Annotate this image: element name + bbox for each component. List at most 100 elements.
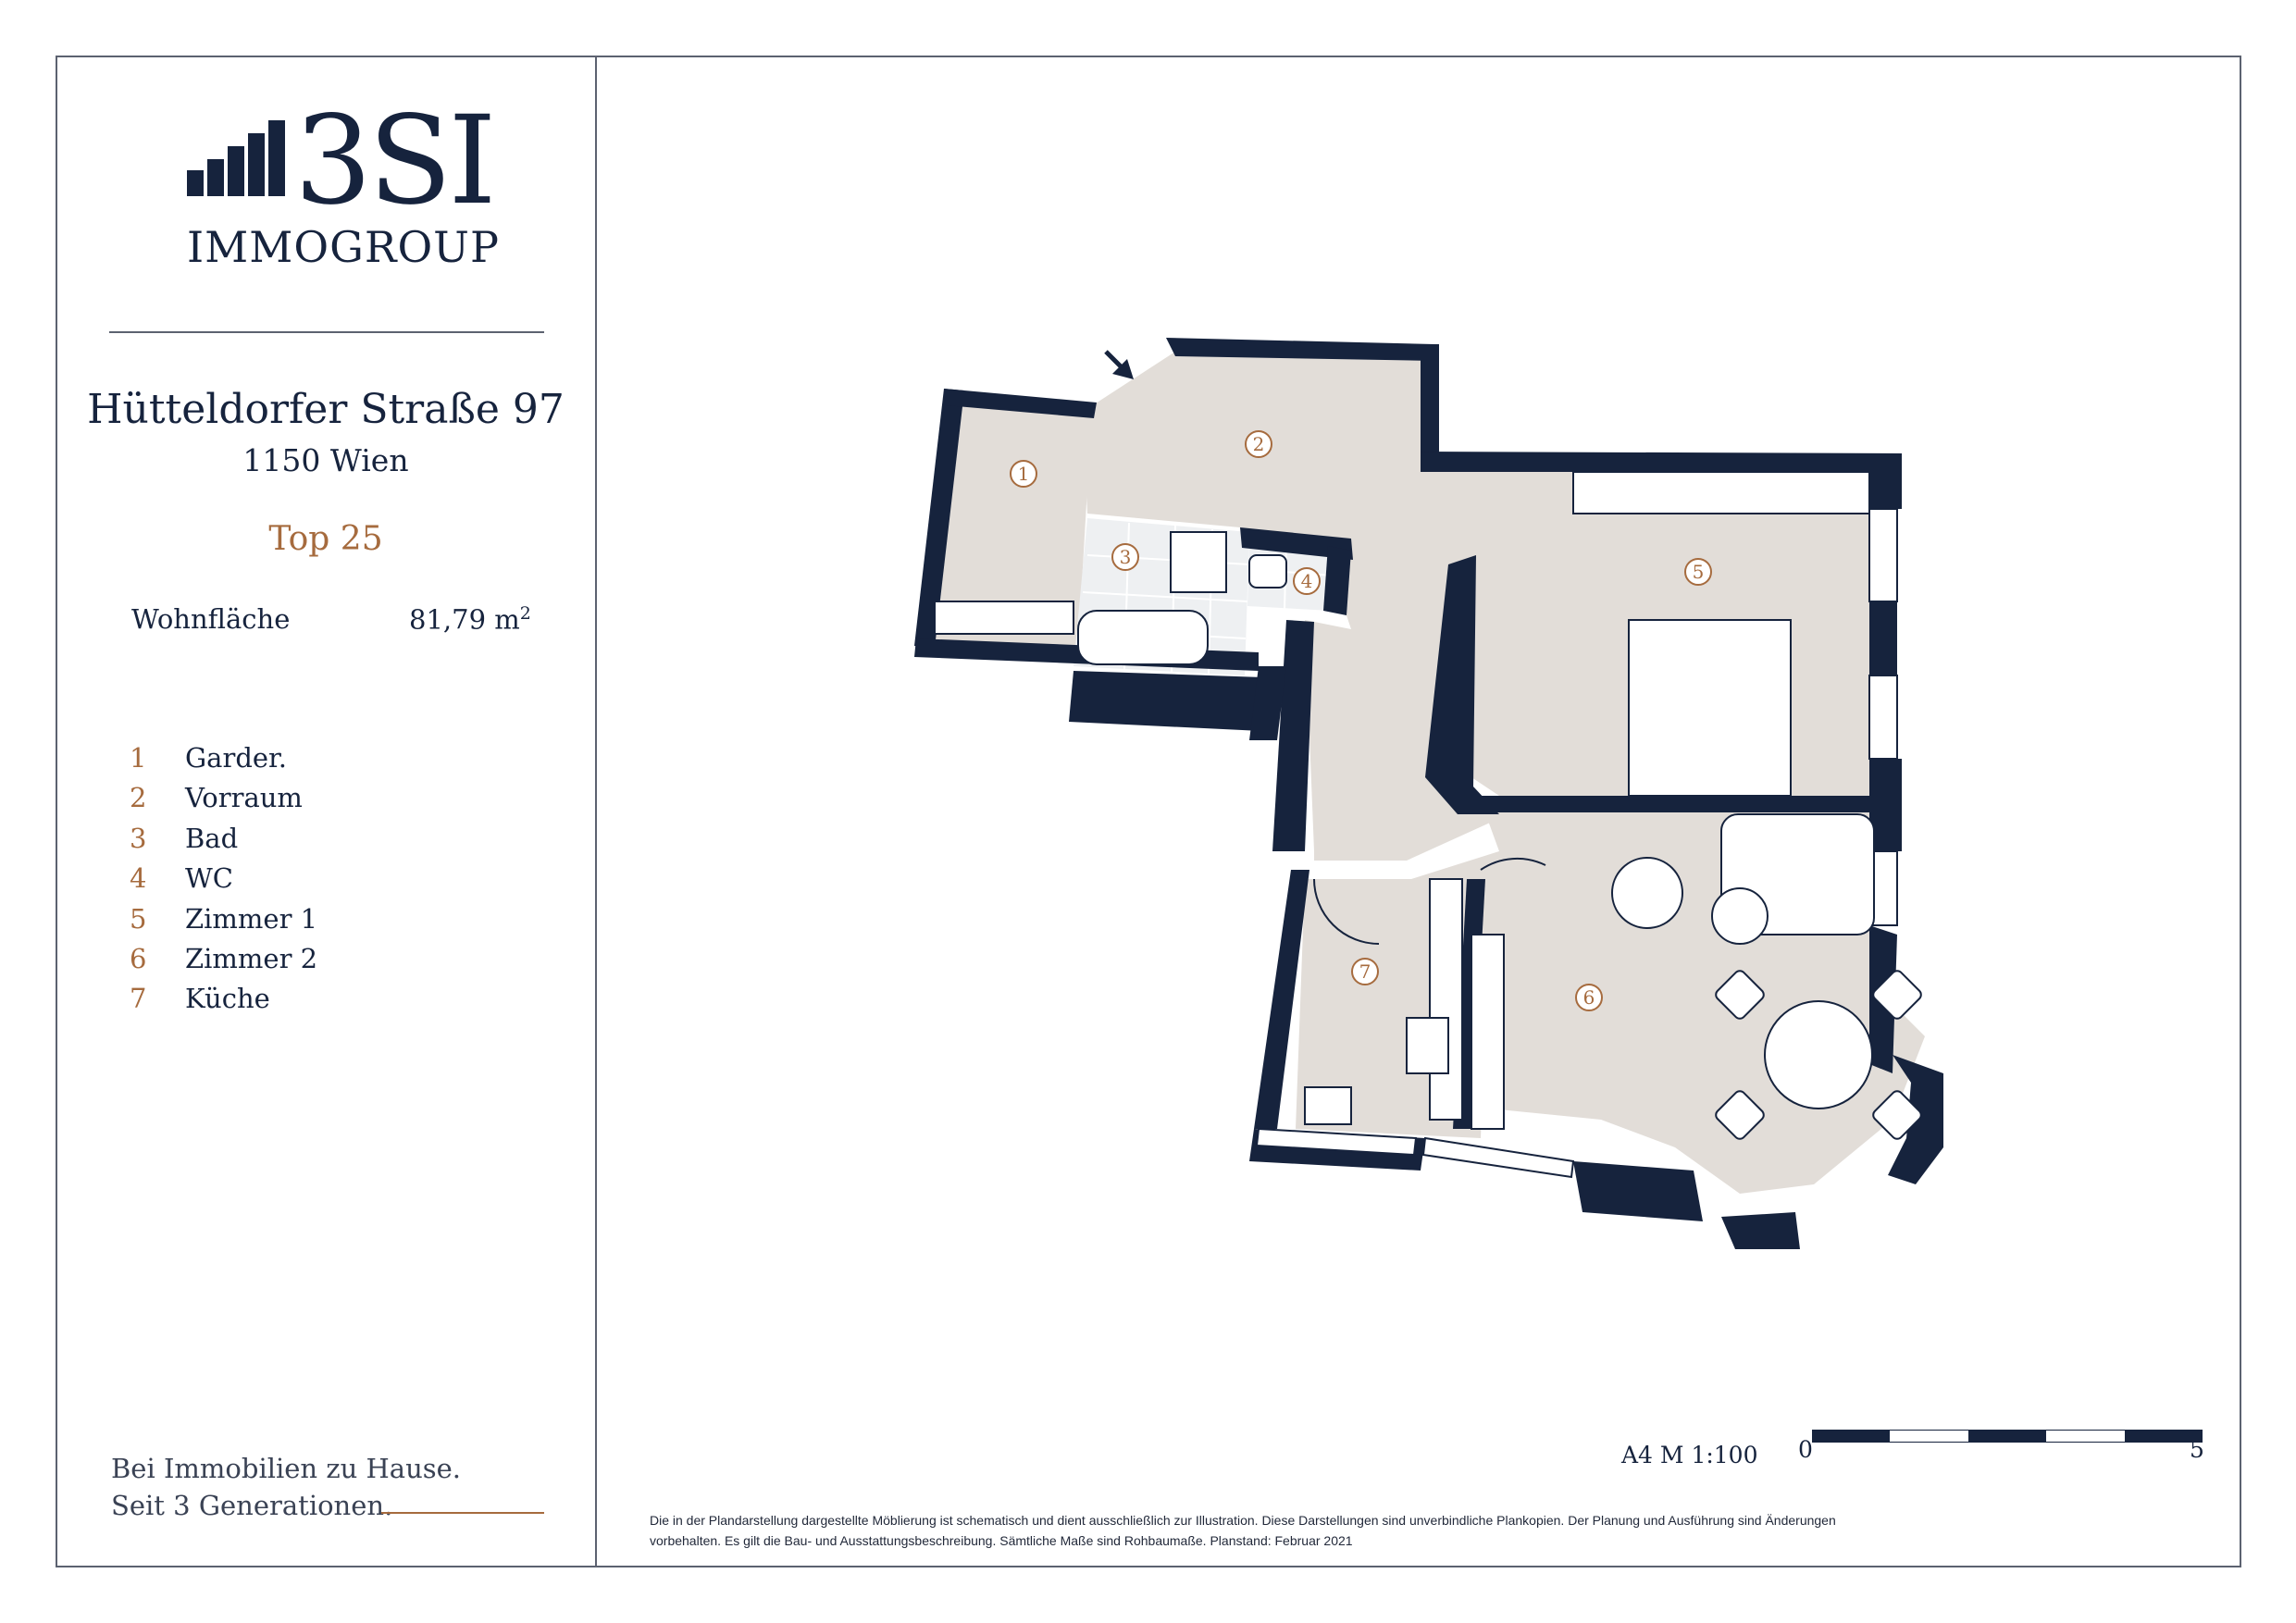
disclaimer-text: Die in der Plandarstellung dargestellte … [650,1513,1836,1548]
legend-room-name: Zimmer 2 [185,943,318,974]
room-marker: 7 [1351,958,1379,985]
legend-item: 4 WC [130,862,407,899]
legend-room-name: WC [185,862,233,894]
wardrobe-zimmer1 [1572,471,1870,514]
shower [1170,531,1227,593]
door-zimmer2 [1480,857,1546,871]
chair-2 [1872,970,1922,1020]
wall-bad-south [1069,671,1263,731]
furniture [934,471,1922,1140]
wall-hall-west [1272,620,1314,851]
room-number: 4 [1301,570,1313,592]
area-label: Wohnfläche [131,603,291,635]
bathtub [1077,610,1209,665]
wall-garderobe-west [914,389,964,648]
window-zimmer1-b [1868,675,1898,760]
tagline-line-2: Seit 3 Generationen. [111,1490,393,1521]
wall-bath-wc-divider [1240,527,1353,560]
room-number: 7 [1359,960,1371,983]
window-south [1421,1136,1575,1179]
wall-east-mid [1869,759,1902,851]
legend-number: 2 [130,782,147,813]
room-marker: 6 [1575,984,1603,1011]
room-marker: 2 [1245,430,1272,458]
info-panel: 3SI IMMOGROUP Hütteldorfer Straße 97 115… [57,57,594,1566]
legend-number: 3 [130,823,147,854]
side-table [1711,887,1769,945]
doors [1313,857,1546,945]
tagline-rule [381,1512,544,1514]
wardrobe-garderobe [934,601,1074,635]
legend-room-name: Garder. [185,742,287,774]
door-kueche [1313,878,1380,945]
room-marker: 5 [1684,558,1712,586]
legend-item: 3 Bad [130,823,407,860]
company-logo: 3SI IMMOGROUP [187,100,500,316]
area-value: 81,79 m2 [409,603,531,636]
area-number: 81,79 m [409,603,520,636]
legend-item: 2 Vorraum [130,782,407,819]
legend-number: 4 [130,862,147,894]
room-number: 6 [1583,986,1595,1009]
legend-number: 1 [130,742,147,774]
wall-entry-east-upper [1421,344,1439,467]
legend-item: 7 Küche [130,983,407,1020]
area-unit-exponent: 2 [519,603,531,624]
chair-3 [1715,1090,1765,1140]
room-marker: 4 [1293,567,1321,595]
media-unit [1471,934,1505,1130]
wall-wc-east [1323,546,1351,615]
room-marker: 1 [1010,460,1037,488]
room-number: 5 [1693,561,1705,583]
scale-start: 0 [1798,1436,1813,1463]
legend-number: 7 [130,983,147,1014]
legend-room-name: Zimmer 1 [185,903,318,935]
tagline-line-1: Bei Immobilien zu Hause. [111,1453,462,1484]
wall-core [1249,666,1286,740]
header-rule [109,331,544,333]
wall-bay-bottom [1721,1212,1800,1249]
room-marker: 3 [1111,543,1139,571]
wall-south-2 [1573,1161,1703,1221]
room-number: 3 [1120,546,1132,568]
floor-plan: 1 2 3 4 5 6 7 [914,338,1943,1249]
floor-vorraum [1083,352,1508,861]
legend-room-name: Küche [185,983,270,1014]
wall-zimmer1-north [1421,452,1902,472]
entrance-arrow-icon [1104,350,1134,379]
legend-number: 6 [130,943,147,974]
logo-subtitle: IMMOGROUP [187,222,500,272]
room-number: 2 [1253,433,1265,455]
tagline: Bei Immobilien zu Hause. Seit 3 Generati… [111,1450,461,1524]
legend-item: 1 Garder. [130,742,407,779]
room-number: 1 [1018,463,1030,485]
scale-label: A4 M 1:100 [1621,1442,1758,1468]
toilet [1248,554,1287,588]
window-zimmer1 [1868,508,1898,602]
legend-room-name: Bad [185,823,239,854]
legend-item: 5 Zimmer 1 [130,903,407,940]
logo-wordmark: 3SI [294,90,497,232]
armchair [1611,857,1683,929]
wall-zimmer1-east [1869,453,1902,509]
window-kitchen [1255,1127,1418,1157]
address-city: 1150 Wien [242,442,409,478]
dining-table [1764,1000,1873,1109]
floor-garderobe [925,403,1092,648]
logo-bars-icon [187,120,285,196]
wall-zimmer1-south [1481,796,1902,812]
panel-divider [595,56,597,1567]
stove [1406,1017,1449,1074]
unit-label: Top 25 [268,520,383,558]
legend-number: 5 [130,903,147,935]
chair-4 [1872,1090,1922,1140]
bed [1628,619,1792,797]
wall-east-upper [1869,601,1897,675]
room-markers: 1 2 3 4 5 6 7 [1010,430,1712,1011]
wall-entry-north [1166,338,1434,361]
kitchen-counter [1429,878,1463,1121]
legend-item: 6 Zimmer 2 [130,943,407,980]
page-frame [56,56,2241,1567]
wall-garderobe-north [944,389,1097,418]
chair-1 [1715,970,1765,1020]
